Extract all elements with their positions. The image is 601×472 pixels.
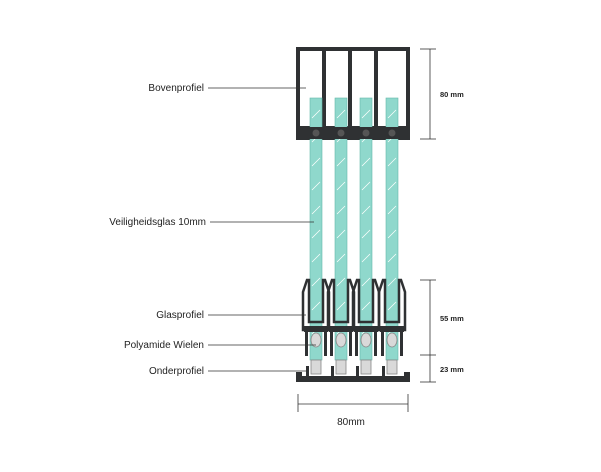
dim-onderprofiel-height: 23 mm [440, 365, 464, 374]
glass-hatch [311, 229, 321, 239]
top-guides [307, 127, 401, 139]
glass-hatch [336, 277, 346, 287]
glass-hatch [336, 157, 346, 167]
glass-profile-base [329, 326, 353, 332]
dim-top-height: 80 mm [440, 90, 464, 99]
glass-hatch [311, 157, 321, 167]
glass-profile-base [354, 326, 378, 332]
glass-hatch [387, 109, 397, 119]
dimension-glasprofiel: 55 mm [420, 279, 464, 356]
bottom-track-ridge [356, 366, 359, 378]
top-profile-divider [374, 49, 378, 133]
glass-hatch [311, 181, 321, 191]
glass-profiles [301, 278, 407, 356]
glass-hatch [361, 253, 371, 263]
glass-profile-leg [381, 332, 384, 356]
polyamide-wheel [386, 332, 398, 348]
glass-panels [309, 97, 399, 361]
glass-hatch [387, 277, 397, 287]
dim-glasprofiel-height: 55 mm [440, 314, 464, 323]
glass-hatch [336, 205, 346, 215]
bottom-profile [296, 372, 410, 382]
top-roller [362, 129, 370, 137]
glass-profile-leg [324, 332, 327, 356]
glass-hatch [361, 205, 371, 215]
glass-profile-base [304, 326, 328, 332]
top-roller [312, 129, 320, 137]
glass-hatch [336, 109, 346, 119]
label-glasprofiel: Glasprofiel [156, 310, 204, 321]
dimension-width: 80mm [297, 394, 409, 428]
bottom-wheel [386, 359, 398, 375]
bottom-profile-foot [296, 372, 302, 382]
bottom-wheel [310, 359, 322, 375]
glass-hatch [361, 229, 371, 239]
glass-hatch [361, 181, 371, 191]
glass-profile-leg [305, 332, 308, 356]
label-veiligheidsglas: Veiligheidsglas 10mm [109, 217, 206, 228]
glass-profile-leg [400, 332, 403, 356]
dimension-onderprofiel: 23 mm [420, 355, 464, 383]
polyamide-wheel [310, 332, 322, 348]
top-roller [337, 129, 345, 137]
label-polyamide-wielen: Polyamide Wielen [124, 340, 204, 351]
glass-hatch [387, 301, 397, 311]
glass-hatch [311, 301, 321, 311]
glass-hatch [311, 205, 321, 215]
glass-profile-leg [374, 332, 377, 356]
glass-hatch [387, 229, 397, 239]
glass-hatch [361, 157, 371, 167]
bottom-wheel [360, 359, 372, 375]
glass-hatch [311, 277, 321, 287]
glass-hatch [336, 253, 346, 263]
bottom-wheel [335, 359, 347, 375]
glass-hatch [336, 229, 346, 239]
glass-hatch [336, 301, 346, 311]
bottom-profile-foot [404, 372, 410, 382]
bottom-track-ridge [382, 366, 385, 378]
bottom-profile-base [298, 376, 408, 382]
glass-hatch [361, 109, 371, 119]
glass-hatch [311, 109, 321, 119]
glass-hatch [311, 253, 321, 263]
label-onderprofiel: Onderprofiel [149, 366, 204, 377]
glass-hatch [336, 181, 346, 191]
top-profile-divider [322, 49, 326, 133]
dimension-top: 80 mm [420, 48, 464, 140]
bottom-track-ridge [331, 366, 334, 378]
top-roller [388, 129, 396, 137]
glass-hatch [361, 277, 371, 287]
polyamide-wheel [335, 332, 347, 348]
glass-hatch [361, 301, 371, 311]
dim-total-width: 80mm [337, 417, 365, 428]
glass-hatch [387, 253, 397, 263]
glass-hatch [387, 205, 397, 215]
glass-hatch [387, 157, 397, 167]
wheels [306, 332, 398, 378]
glass-profile-leg [330, 332, 333, 356]
glass-profile-leg [349, 332, 352, 356]
glass-profile-base [380, 326, 404, 332]
label-bovenprofiel: Bovenprofiel [148, 83, 204, 94]
top-profile-divider [348, 49, 352, 133]
polyamide-wheel [360, 332, 372, 348]
bottom-track-ridge [306, 366, 309, 378]
glass-profile-leg [355, 332, 358, 356]
glass-hatch [387, 181, 397, 191]
